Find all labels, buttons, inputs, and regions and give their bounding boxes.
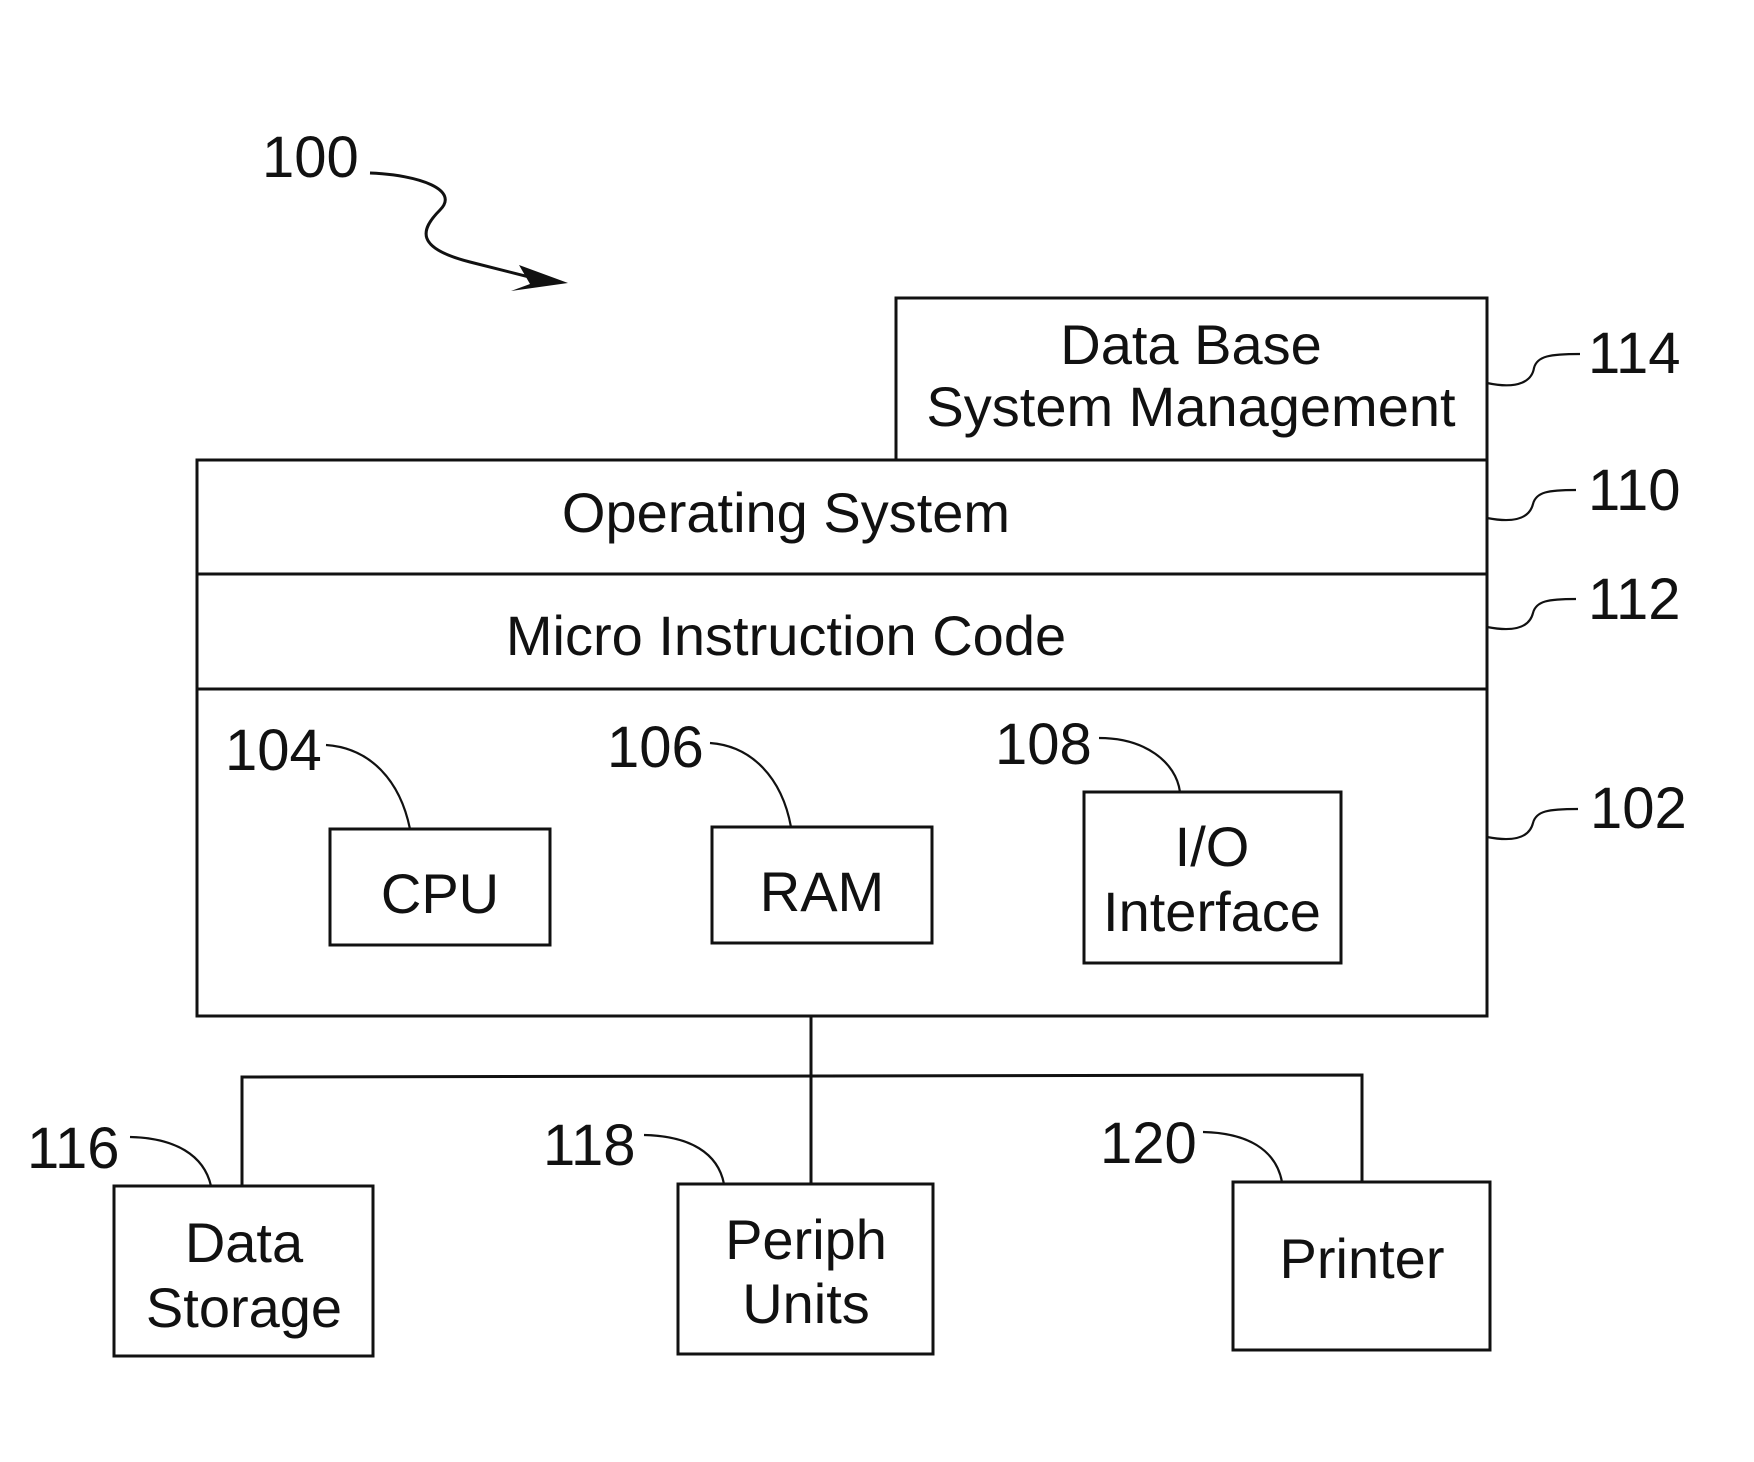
- leader-116: [130, 1137, 211, 1186]
- leader-102: [1487, 809, 1578, 839]
- dbms-label-line2: System Management: [926, 375, 1456, 438]
- printer-label: Printer: [1280, 1227, 1445, 1290]
- data-storage-label-line2: Storage: [146, 1276, 342, 1339]
- micro-instruction-code-label: Micro Instruction Code: [506, 604, 1066, 667]
- operating-system-label: Operating System: [562, 481, 1010, 544]
- io-interface-label-line2: Interface: [1103, 880, 1321, 943]
- io-interface-label-line1: I/O: [1175, 815, 1250, 878]
- ref-110: 110: [1588, 458, 1680, 523]
- ref-106: 106: [607, 715, 704, 780]
- ref-118: 118: [543, 1113, 635, 1178]
- ref-104: 104: [225, 718, 322, 783]
- leader-120: [1203, 1132, 1282, 1182]
- dbms-label-line1: Data Base: [1060, 313, 1322, 376]
- ref-114: 114: [1588, 321, 1680, 386]
- leader-114: [1487, 354, 1580, 385]
- data-storage-label-line1: Data: [185, 1211, 304, 1274]
- figure-wavy-arrow: [370, 173, 545, 281]
- periph-units-label-line1: Periph: [725, 1208, 887, 1271]
- ref-102: 102: [1590, 776, 1687, 841]
- periph-units-label-line2: Units: [742, 1272, 870, 1335]
- leader-110: [1487, 490, 1576, 520]
- figure-ref-100: 100: [262, 125, 359, 190]
- ref-108: 108: [995, 712, 1092, 777]
- ram-label: RAM: [760, 860, 884, 923]
- leader-112: [1487, 599, 1576, 629]
- ref-120: 120: [1100, 1111, 1197, 1176]
- ref-112: 112: [1588, 567, 1680, 632]
- ref-116: 116: [27, 1116, 119, 1181]
- figure-arrowhead: [511, 265, 568, 291]
- cpu-label: CPU: [381, 862, 499, 925]
- leader-118: [644, 1135, 724, 1184]
